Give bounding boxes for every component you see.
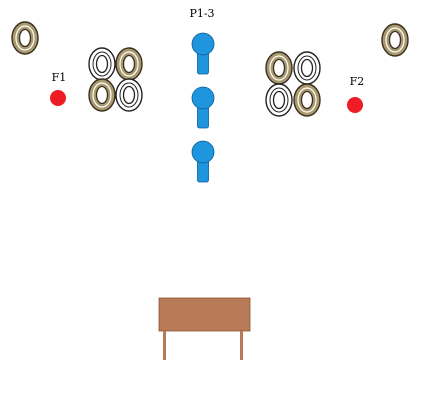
token-top-right-icon [381,23,409,57]
table-icon [158,297,251,360]
right-token-cluster [265,51,321,117]
f1-label: F1 [52,71,67,84]
token-icon [88,47,116,81]
token-icon [293,51,321,85]
pin-3-icon [191,140,215,183]
pin-2-icon [191,86,215,129]
f1-red-dot-icon [50,90,66,106]
token-icon [115,78,143,112]
pin-group-label: P1-3 [189,7,214,20]
f2-label: F2 [350,75,365,88]
token-icon [115,47,143,81]
f2-red-dot-icon [347,97,363,113]
token-icon [293,83,321,117]
pin-1-icon [191,32,215,75]
token-top-left-icon [11,21,39,55]
token-icon [265,51,293,85]
token-icon [88,78,116,112]
token-icon [265,83,293,117]
left-token-cluster [88,47,143,112]
